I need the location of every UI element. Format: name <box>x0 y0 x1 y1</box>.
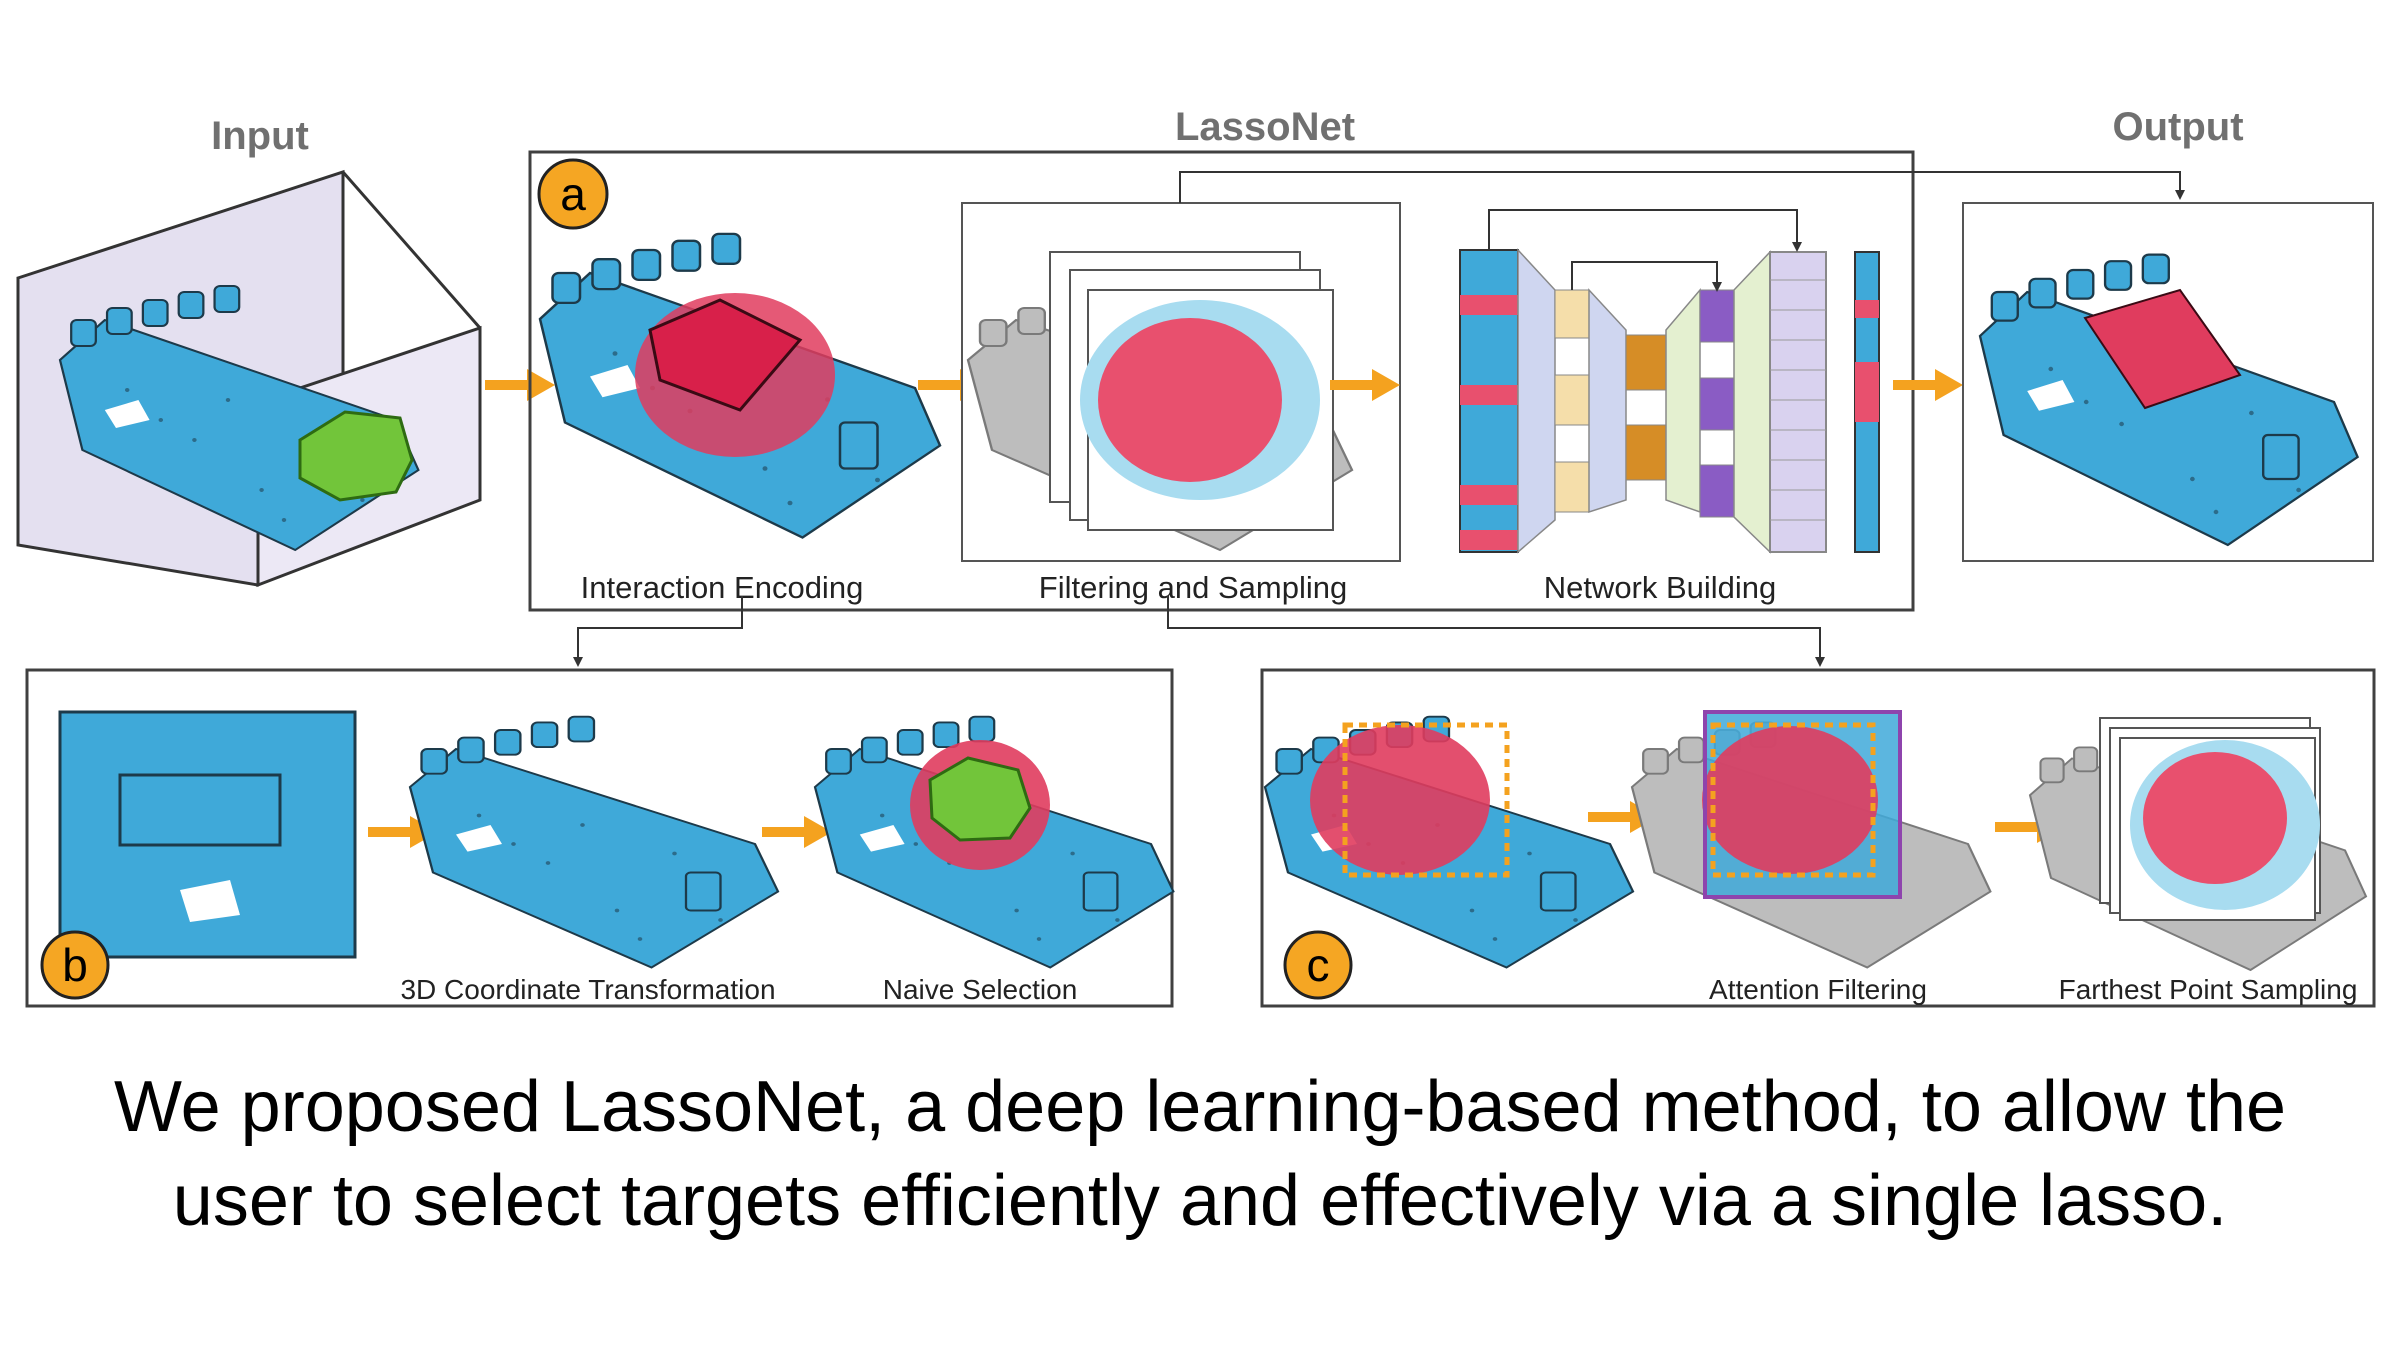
lasso-region <box>928 756 1032 842</box>
caption-line-2: user to select targets efficiently and e… <box>172 1161 2228 1241</box>
step-farthest-point-sampling: Farthest Point Sampling <box>2059 974 2358 1005</box>
orange-arrow-icon <box>762 816 832 848</box>
output-figure <box>1962 202 2374 562</box>
input-title: Input <box>211 114 309 158</box>
panel-b-scene-1 <box>58 710 357 959</box>
step-attention-filtering: Attention Filtering <box>1709 974 1927 1005</box>
panel-b-scene-2 <box>408 715 780 969</box>
connector-arrow-icon <box>573 596 743 667</box>
panel-c-scene-1 <box>1263 715 1635 969</box>
filtering-sampling-figure <box>961 202 1401 562</box>
orange-arrow-icon <box>485 369 555 401</box>
svg-text:c: c <box>1307 939 1330 991</box>
step-interaction-encoding: Interaction Encoding <box>581 570 864 605</box>
input-figure <box>16 169 482 588</box>
panel-c-badge: c <box>1283 930 1353 1000</box>
svg-text:a: a <box>560 168 586 220</box>
panel-c-scene-3 <box>2028 717 2368 972</box>
panel-c-frame <box>1260 668 2376 1008</box>
step-filtering-sampling: Filtering and Sampling <box>1039 570 1347 605</box>
main-title: LassoNet <box>1175 105 1355 149</box>
step-3d-coordinate-transformation: 3D Coordinate Transformation <box>400 974 775 1005</box>
panel-c-scene-2 <box>1630 710 1992 969</box>
caption-line-1: We proposed LassoNet, a deep learning-ba… <box>113 1067 2287 1147</box>
panel-b-frame <box>25 668 1174 1008</box>
panel-b-badge: b <box>40 930 110 1000</box>
lasso-region <box>298 410 414 502</box>
panel-b-scene-3 <box>813 715 1175 969</box>
output-title: Output <box>2112 105 2243 149</box>
network-building-figure <box>1459 209 1880 554</box>
svg-text:b: b <box>62 939 88 991</box>
step-naive-selection: Naive Selection <box>883 974 1078 1005</box>
orange-arrow-icon <box>1893 369 1963 401</box>
step-network-building: Network Building <box>1544 570 1777 605</box>
interaction-encoding-figure <box>538 232 942 539</box>
connector-arrow-icon <box>1167 596 1825 667</box>
connector-arrow-icon <box>1179 171 2185 203</box>
panel-a-badge: a <box>537 158 609 230</box>
caption: We proposed LassoNet, a deep learning-ba… <box>0 1060 2400 1248</box>
